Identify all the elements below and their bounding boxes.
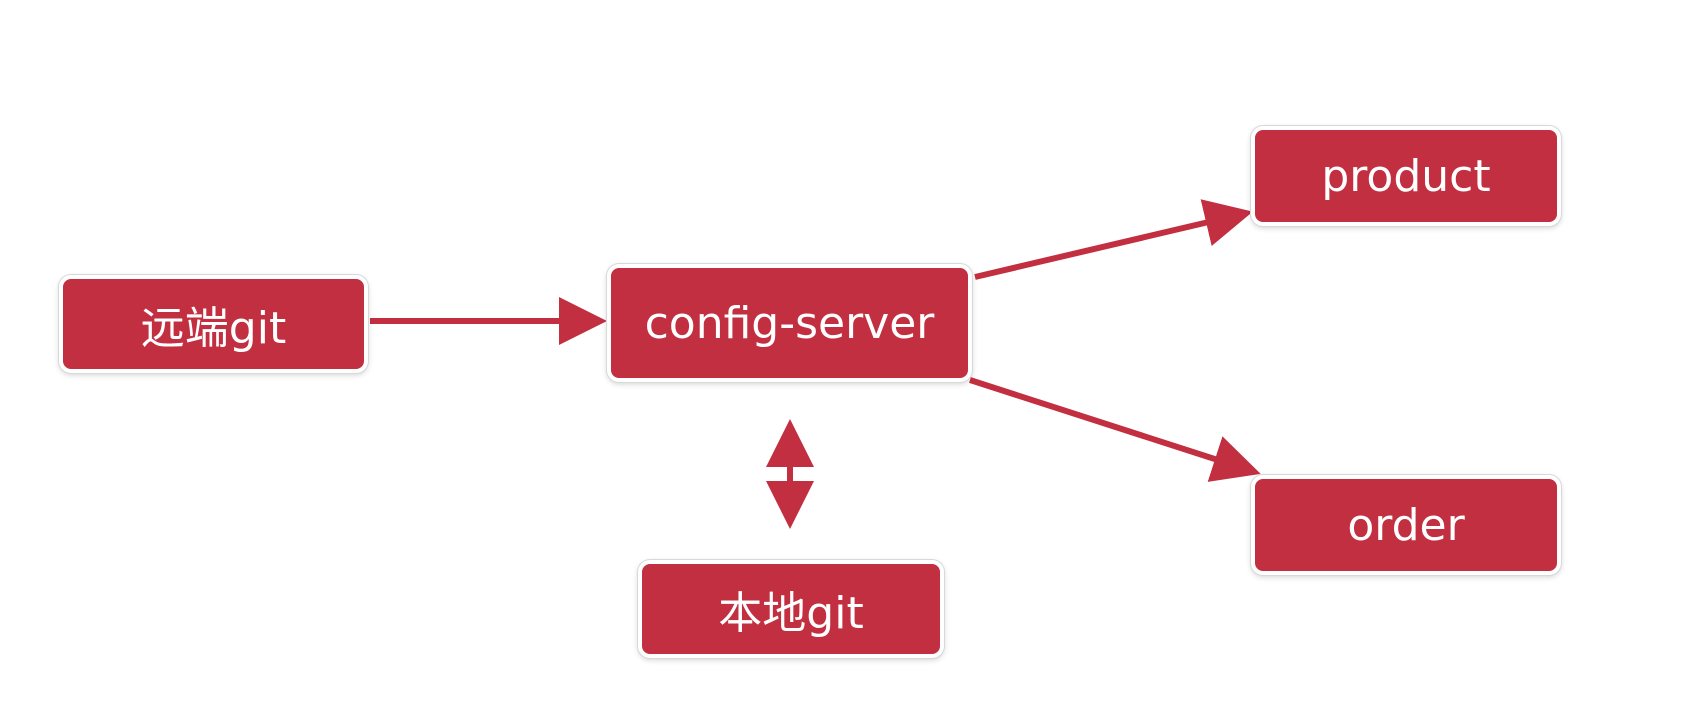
node-local-git: 本地git bbox=[638, 560, 944, 658]
node-config-server: config-server bbox=[607, 264, 972, 382]
node-remote-git: 远端git bbox=[59, 275, 368, 373]
arrow-config-to-order bbox=[969, 377, 1261, 482]
node-product: product bbox=[1251, 126, 1561, 226]
arrow-config-to-product bbox=[974, 199, 1253, 280]
node-order: order bbox=[1251, 475, 1561, 575]
